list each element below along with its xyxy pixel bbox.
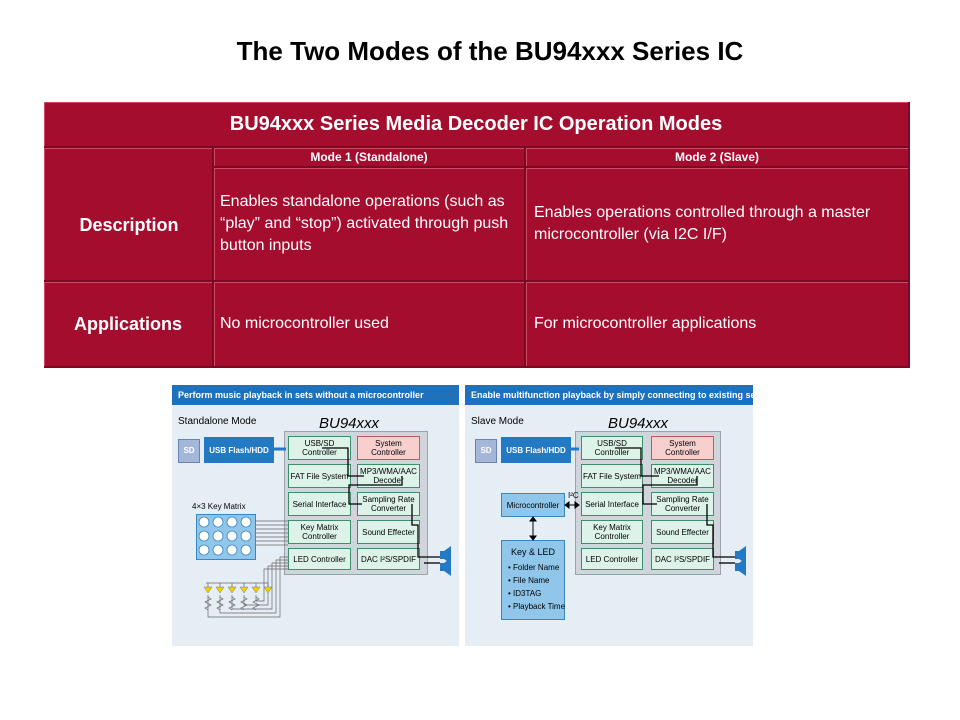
app-mode2: For microcontroller applications [526,282,910,368]
standalone-mode-label: Standalone Mode [178,416,257,427]
row-header-applications: Applications [44,282,214,368]
sd-card-icon-right: SD [475,439,497,463]
block-system-controller-right: System Controller [651,436,714,460]
chip-label-right: BU94xxx [608,415,669,432]
usb-flash-box-right: USB Flash/HDD [501,437,571,463]
block-dac-right: DAC I²S/SPDIF [651,548,714,570]
block-led-controller-right: LED Controller [581,548,643,570]
key-led-item: • File Name [508,576,550,585]
slave-mode-diagram: Enable multifunction playback by simply … [465,385,764,646]
col-header-mode1: Mode 1 (Standalone) [214,148,526,168]
slave-banner: Enable multifunction playback by simply … [465,385,764,405]
key-led-item: • ID3TAG [508,589,542,598]
key-led-item: • Playback Time [508,602,566,611]
block-serial-interface-right: Serial Interface [581,492,643,516]
slave-mode-label: Slave Mode [471,416,524,427]
modes-table: BU94xxx Series Media Decoder IC Operatio… [44,102,910,368]
block-decoder: MP3/WMA/AAC Decoder [357,464,420,488]
key-matrix-label: 4×3 Key Matrix [192,502,246,511]
microcontroller-box: Microcontroller [501,493,565,517]
standalone-banner: Perform music playback in sets without a… [172,385,459,405]
desc-mode1: Enables standalone operations (such as “… [214,168,526,282]
standalone-wiring [198,447,451,618]
standalone-mode-diagram: Perform music playback in sets without a… [172,385,459,646]
app-mode1: No microcontroller used [214,282,526,368]
block-sound-effecter: Sound Effecter [357,520,420,544]
desc-mode2: Enables operations controlled through a … [526,168,910,282]
row-header-description-cell [44,148,214,282]
block-fat-file-system-right: FAT File System [581,464,643,488]
block-system-controller: System Controller [357,436,420,460]
table-header: BU94xxx Series Media Decoder IC Operatio… [44,102,910,148]
block-serial-interface: Serial Interface [288,492,351,516]
key-led-item: • Folder Name [508,563,560,572]
block-fat-file-system: FAT File System [288,464,351,488]
col-header-mode2: Mode 2 (Slave) [526,148,910,168]
block-key-matrix-controller-right: Key Matrix Controller [581,520,643,544]
block-dac: DAC I²S/SPDIF [357,548,420,570]
row-header-description: Description [79,214,179,235]
key-led-box: Key & LED • Folder Name • File Name • ID… [501,540,565,620]
block-sampling-rate-converter: Sampling Rate Converter [357,492,420,516]
block-led-controller: LED Controller [288,548,351,570]
key-led-title: Key & LED [510,547,556,557]
usb-flash-box: USB Flash/HDD [204,437,274,463]
block-key-matrix-controller: Key Matrix Controller [288,520,351,544]
chip-label: BU94xxx [319,415,380,432]
slave-wiring [529,447,746,576]
i2c-label: I²C [568,491,579,500]
slide-title: The Two Modes of the BU94xxx Series IC [236,36,744,66]
sd-card-icon: SD [178,439,200,463]
